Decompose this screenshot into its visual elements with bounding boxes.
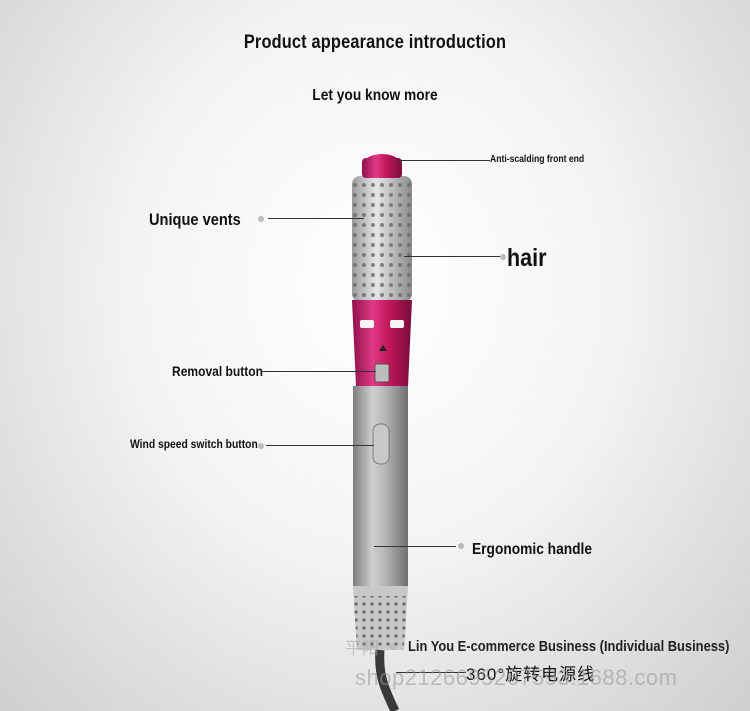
cord-pointer-dot [390, 644, 396, 650]
company-name: Lin You E-commerce Business (Individual … [408, 638, 730, 655]
hair-pointer-dot [500, 254, 506, 260]
hair-pointer-line [404, 256, 500, 257]
wind-speed-pointer-line [266, 445, 374, 446]
ergonomic-handle-label: Ergonomic handle [472, 541, 593, 558]
wind-speed-pointer-dot [258, 443, 264, 449]
vents-pointer-dot [258, 216, 264, 222]
page-subtitle: Let you know more [312, 87, 438, 104]
unique-vents-label: Unique vents [149, 210, 241, 229]
removal-pointer-line [262, 371, 376, 372]
handle-pointer-dot [458, 543, 464, 549]
rotating-cord-label: 360°旋转电源线 [466, 665, 596, 684]
watermark-chinese: 平阳 [345, 639, 379, 658]
wind-speed-switch-label: Wind speed switch button [130, 437, 258, 451]
vents-pointer-line [268, 218, 364, 219]
handle-pointer-line [374, 546, 456, 547]
front-end-pointer-line [398, 160, 490, 161]
watermark-url: shop2126695267593.1688.com [355, 665, 678, 690]
cord-pointer-line [396, 672, 466, 673]
page-title: Product appearance introduction [243, 32, 507, 53]
hair-label: hair [507, 244, 547, 272]
removal-button-label: Removal button [172, 363, 263, 379]
anti-scalding-front-end-label: Anti-scalding front end [490, 154, 585, 165]
